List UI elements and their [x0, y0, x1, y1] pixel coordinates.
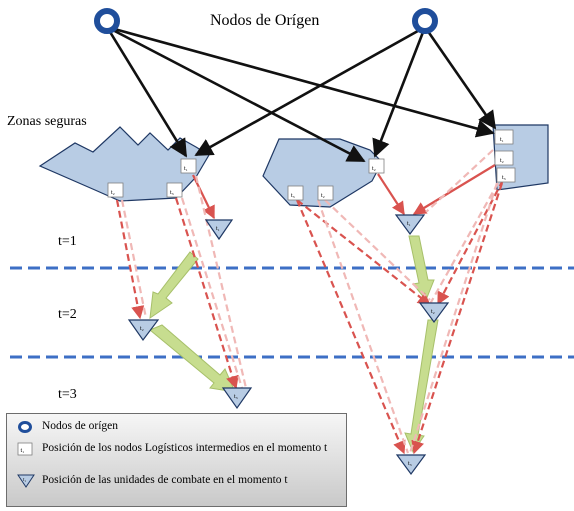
logistic-node: t₃	[287, 185, 304, 201]
movement-arrow	[404, 319, 439, 454]
combat-unit-tag: t₂	[140, 326, 144, 332]
origin-node-icon	[18, 421, 32, 433]
logistic-node: t₁	[180, 158, 197, 174]
logistic-node-tag: t₁	[500, 137, 504, 143]
movement-arrows	[149, 235, 439, 454]
logistic-node-tag: t₂	[111, 190, 115, 196]
supply-arrow	[120, 199, 148, 319]
origin-arrow	[423, 26, 497, 130]
time-label-1: t=1	[58, 234, 77, 249]
supply-arrow	[412, 164, 496, 215]
movement-arrow	[408, 235, 435, 301]
supply-arrow	[180, 197, 244, 389]
supply-arrow	[194, 175, 248, 389]
combat-unit-tag: t₃	[234, 394, 238, 400]
origin-arrow	[372, 26, 427, 158]
supply-arrow	[316, 199, 410, 454]
combat-unit: t₂	[127, 319, 160, 342]
logistic-node: t₁	[494, 129, 514, 145]
logistic-node-icon: t₁	[17, 442, 33, 456]
logistic-node: t₂	[107, 182, 124, 198]
combat-unit: t₂	[418, 302, 450, 324]
combat-unit-tag: t₃	[408, 461, 412, 467]
logistic-node: t₂	[494, 150, 514, 166]
origin-arrow	[106, 25, 366, 163]
supply-arrow	[429, 182, 499, 305]
legend-text-origin: Nodos de orígen	[42, 420, 119, 432]
logistic-node: t₂	[368, 158, 385, 174]
supply-arrow	[425, 149, 494, 213]
origin-node-icon	[412, 8, 438, 34]
movement-arrow	[149, 251, 199, 320]
origin-arrow	[194, 25, 426, 157]
combat-unit-tag: t₂	[431, 309, 435, 315]
supply-arrow	[437, 179, 504, 306]
origin-arrow	[105, 26, 188, 158]
logistic-node-tag: t₃	[502, 175, 506, 181]
supply-arrow	[411, 182, 504, 455]
origin-nodes	[94, 8, 438, 34]
supply-arrow	[296, 199, 432, 306]
combat-unit: t₁	[204, 219, 234, 241]
legend-logistic-tag: t₁	[21, 448, 25, 454]
supply-arrow	[174, 197, 239, 390]
time-label-3: t=3	[58, 387, 77, 402]
logistic-node-tag: t₁	[184, 166, 188, 172]
time-dividers	[10, 266, 574, 359]
origin-arrows	[105, 25, 497, 163]
logistic-node: t₃	[166, 182, 183, 198]
logistic-node-tag: t₂	[372, 166, 376, 172]
logistic-node-tag: t₂	[321, 193, 325, 199]
supply-arrow	[408, 182, 499, 454]
legend-text-logistic: Posición de los nodos Logísticos interme…	[42, 442, 328, 454]
origin-node-icon	[94, 8, 120, 34]
logistic-node-tag: t₃	[170, 190, 174, 196]
logistic-node: t₂	[317, 185, 334, 201]
combat-unit: t₃	[395, 454, 427, 476]
time-label-2: t=2	[58, 307, 77, 322]
supply-arrows	[115, 149, 504, 455]
combat-unit: t₃	[221, 387, 253, 410]
combat-unit: t₁	[394, 214, 426, 236]
legend-combat-tag: t₁	[23, 478, 26, 483]
combat-units: t₁ t₂ t₃ t₁ t₂ t₃	[127, 214, 450, 476]
logistic-node-tag: t₃	[291, 193, 295, 199]
combat-unit-tag: t₁	[216, 226, 220, 232]
logistic-nodes: t₁ t₂ t₃ t₂ t₃ t₂ t₁ t₂	[107, 129, 516, 201]
supply-arrow	[295, 199, 406, 455]
legend-text-combat: Posición de las unidades de combate en e…	[42, 474, 288, 486]
diagram-title: Nodos de Orígen	[210, 12, 319, 29]
origin-arrow	[106, 25, 495, 138]
logistic-node-tag: t₂	[500, 158, 504, 164]
combat-unit-icon: t₁	[17, 474, 35, 488]
supply-arrow	[377, 173, 405, 216]
legend: Nodos de orígen t₁ Posición de los nodos…	[6, 413, 347, 507]
supply-arrow	[115, 199, 145, 320]
combat-unit-tag: t₁	[407, 221, 411, 227]
safe-zones-label: Zonas seguras	[7, 114, 87, 129]
logistic-node: t₃	[496, 167, 516, 183]
supply-arrow	[324, 199, 431, 301]
